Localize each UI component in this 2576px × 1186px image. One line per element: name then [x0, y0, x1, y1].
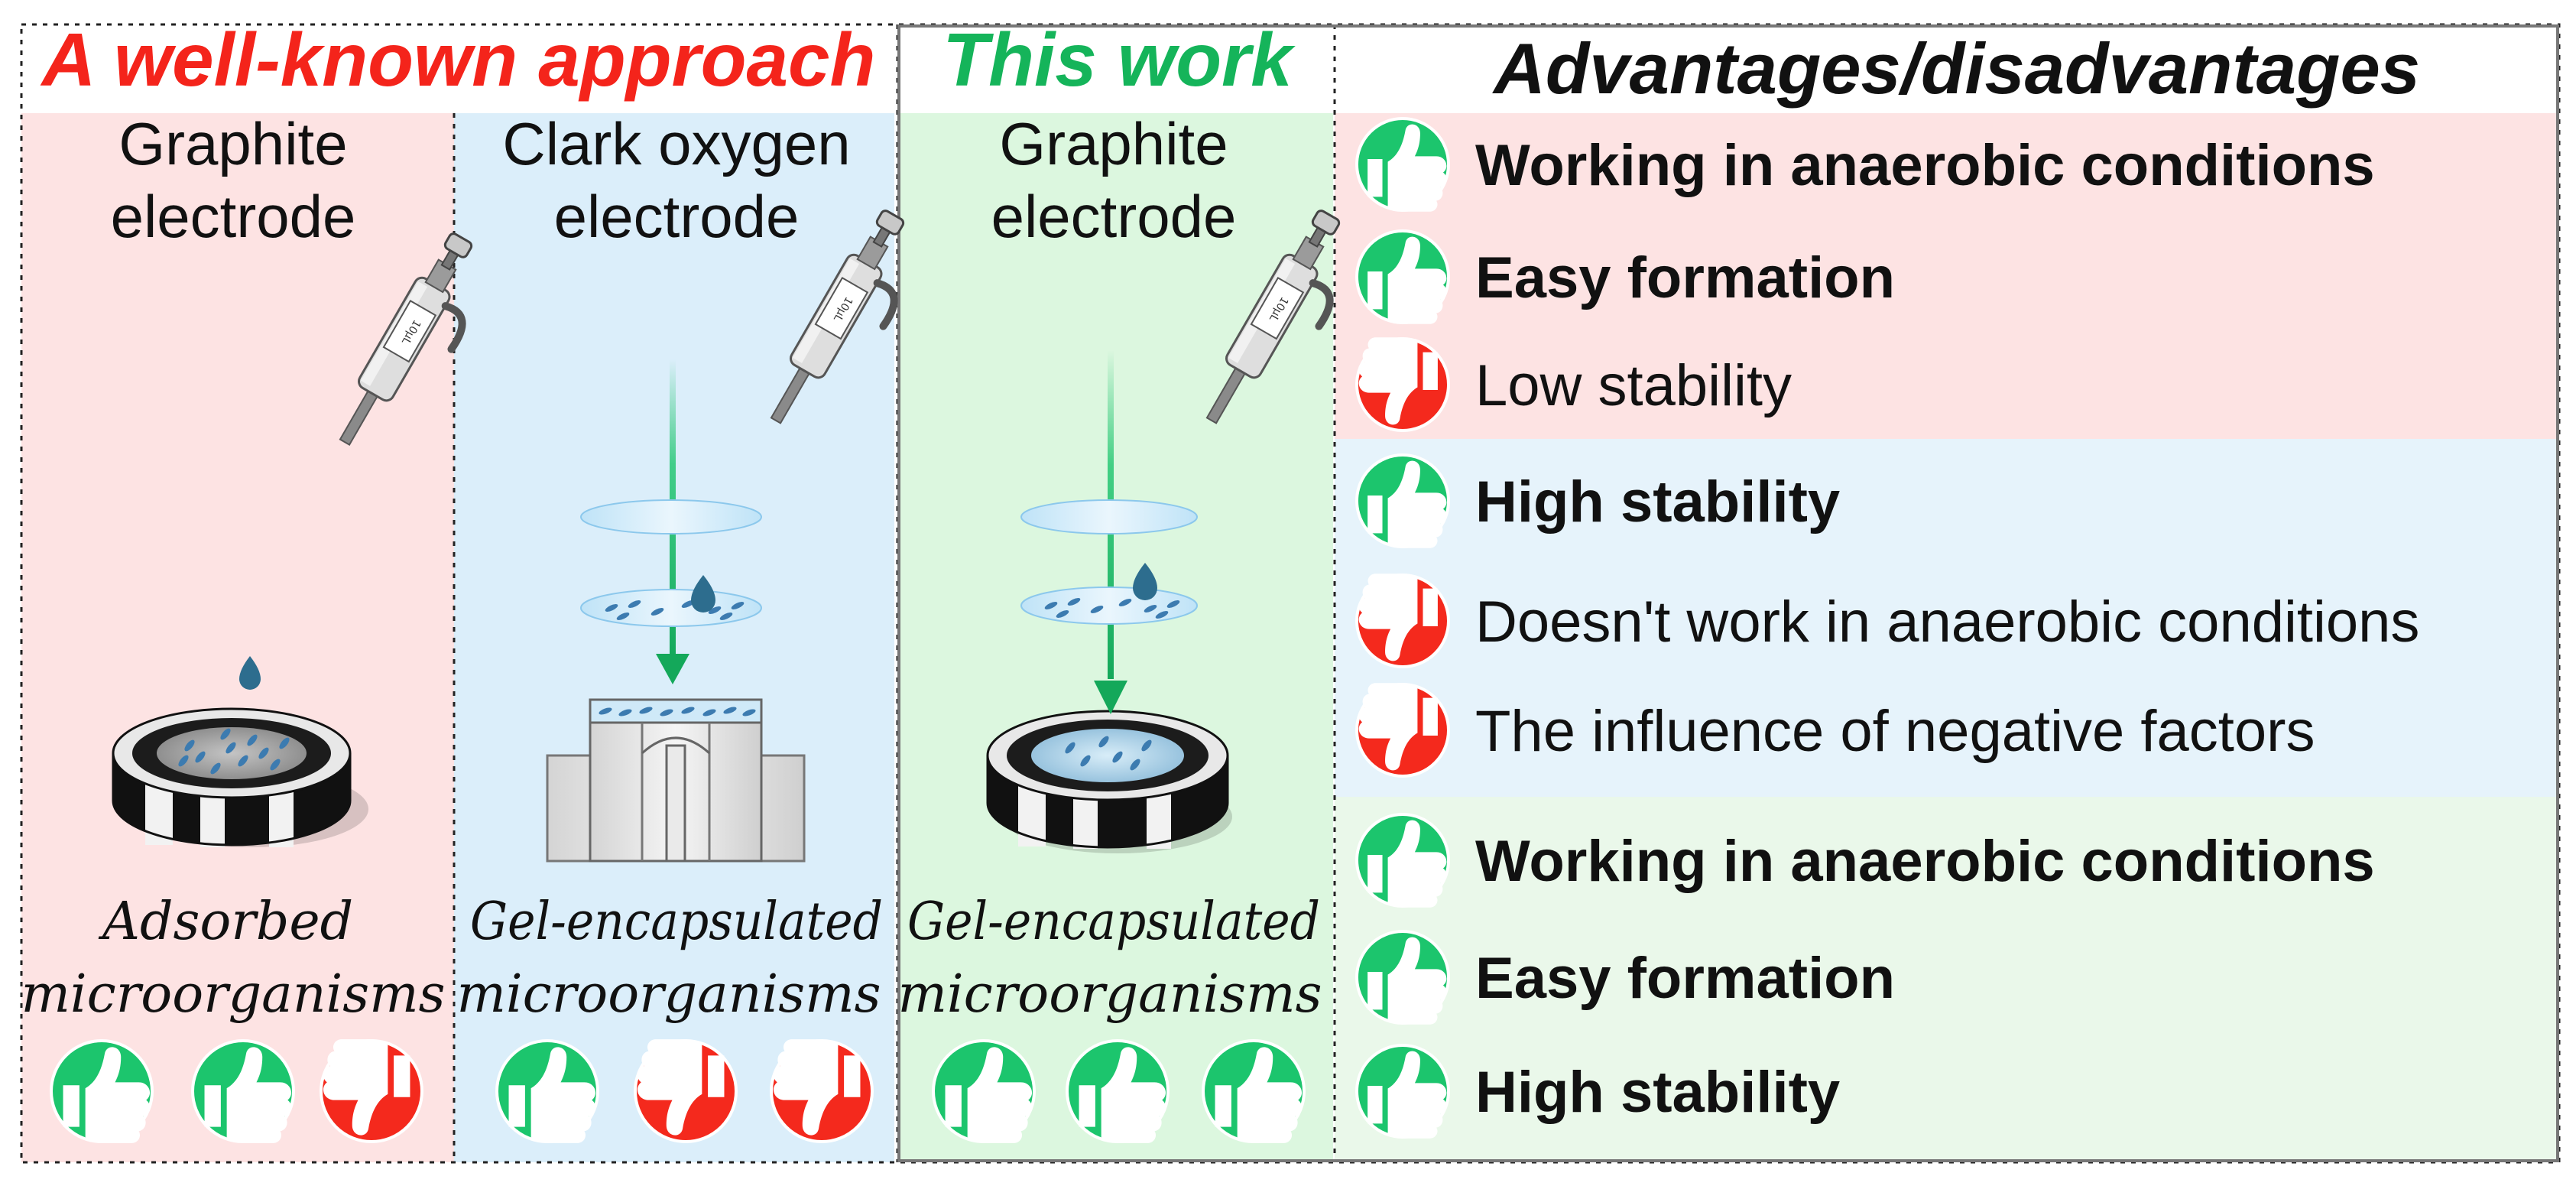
- pipette-2: 10μL: [684, 210, 905, 577]
- caption-line-1b: microorganisms: [21, 964, 445, 1025]
- thumbs-up-icon: [495, 1039, 599, 1143]
- membrane-disc-2: [580, 499, 762, 535]
- column-titles: Graphite electrode Clark oxygen electrod…: [111, 110, 1237, 250]
- thumbs-down-icon: [320, 1039, 423, 1143]
- header-advantages: Advantages/disadvantages: [1492, 28, 2420, 109]
- header-this-work: This work: [942, 18, 1296, 102]
- droplet-3: [1133, 563, 1157, 600]
- caption-line-3a: Gel-encapsulated: [907, 892, 1320, 952]
- band-section-2: [1335, 439, 2559, 797]
- electrode-base-3: [986, 710, 1229, 849]
- clark-housing: [546, 698, 806, 863]
- thumbs-down-icon: [1355, 574, 1450, 668]
- thumbs-up-icon: [1202, 1039, 1306, 1143]
- arrow-head-2: [656, 654, 689, 684]
- microorganisms-1: [178, 728, 290, 775]
- gel-disc-3: [1020, 587, 1198, 625]
- panel-this-work: [900, 113, 1333, 1162]
- advantage-label: High stability: [1475, 470, 1840, 535]
- droplet-2: [691, 575, 715, 612]
- thumbs-up-icon: [1355, 930, 1450, 1025]
- electrode-title-1: Graphite: [118, 110, 347, 177]
- electrode-base-1: [112, 707, 352, 847]
- column-ratings: [50, 1039, 1306, 1143]
- thumbs-down-icon: [1355, 337, 1450, 432]
- thumbs-up-icon: [191, 1039, 295, 1143]
- thumbs-up-icon: [1355, 229, 1450, 324]
- advantage-label: Working in anaerobic conditions: [1475, 829, 2375, 894]
- electrode-subtitle-1: electrode: [111, 183, 356, 250]
- arrow-head-3: [1094, 681, 1127, 714]
- band-section-3: [1335, 797, 2559, 1162]
- band-section-1: [1335, 113, 2559, 439]
- advantage-label: Working in anaerobic conditions: [1475, 133, 2375, 198]
- background-panels: [21, 113, 2559, 1162]
- pipette-3: 10μL: [1120, 210, 1341, 577]
- advantage-label: Easy formation: [1475, 245, 1895, 310]
- membrane-disc-3: [1020, 499, 1198, 535]
- thumbs-up-icon: [1355, 117, 1450, 212]
- caption-line-2b: microorganisms: [456, 964, 881, 1025]
- thumbs-up-icon: [1066, 1039, 1170, 1143]
- caption-line-2a: Gel-encapsulated: [470, 892, 883, 952]
- electrode-subtitle-2: electrode: [554, 183, 800, 250]
- graphite-electrode-1-illustration: 10μL: [112, 232, 473, 847]
- droplet-1: [239, 656, 261, 690]
- advantage-label: High stability: [1475, 1060, 1840, 1125]
- advantage-label: Easy formation: [1475, 946, 1895, 1011]
- frame: [20, 23, 2561, 1164]
- thumbs-down-icon: [770, 1039, 874, 1143]
- panel-graphite-adsorbed: [21, 113, 454, 1162]
- caption-line-1a: Adsorbed: [98, 892, 353, 952]
- thumbs-down-icon: [1355, 683, 1450, 778]
- electrode-subtitle-3: electrode: [991, 183, 1237, 250]
- caption-line-3b: microorganisms: [897, 964, 1322, 1025]
- clark-electrode-illustration: 10μL: [546, 210, 905, 863]
- electrode-title-3: Graphite: [999, 110, 1228, 177]
- thumbs-up-icon: [1355, 813, 1450, 908]
- advantage-label: Low stability: [1475, 353, 1792, 418]
- thumbs-up-icon: [932, 1039, 1036, 1143]
- gel-disc-2: [580, 589, 762, 627]
- thumbs-up-icon: [50, 1039, 154, 1143]
- electrode-title-2: Clark oxygen: [502, 110, 850, 177]
- advantage-label: Doesn't work in anaerobic conditions: [1475, 590, 2419, 655]
- pipette-1: 10μL: [245, 232, 473, 613]
- column-captions: Adsorbed microorganisms Gel-encapsulated…: [21, 892, 1322, 1025]
- this-work-illustration: 10μL: [986, 210, 1341, 853]
- header-known-approach: A well-known approach: [40, 18, 876, 102]
- thumbs-up-icon: [1355, 1044, 1450, 1139]
- thumbs-down-icon: [634, 1039, 738, 1143]
- advantage-label: The influence of negative factors: [1475, 699, 2315, 764]
- thumbs-up-icon: [1355, 453, 1450, 548]
